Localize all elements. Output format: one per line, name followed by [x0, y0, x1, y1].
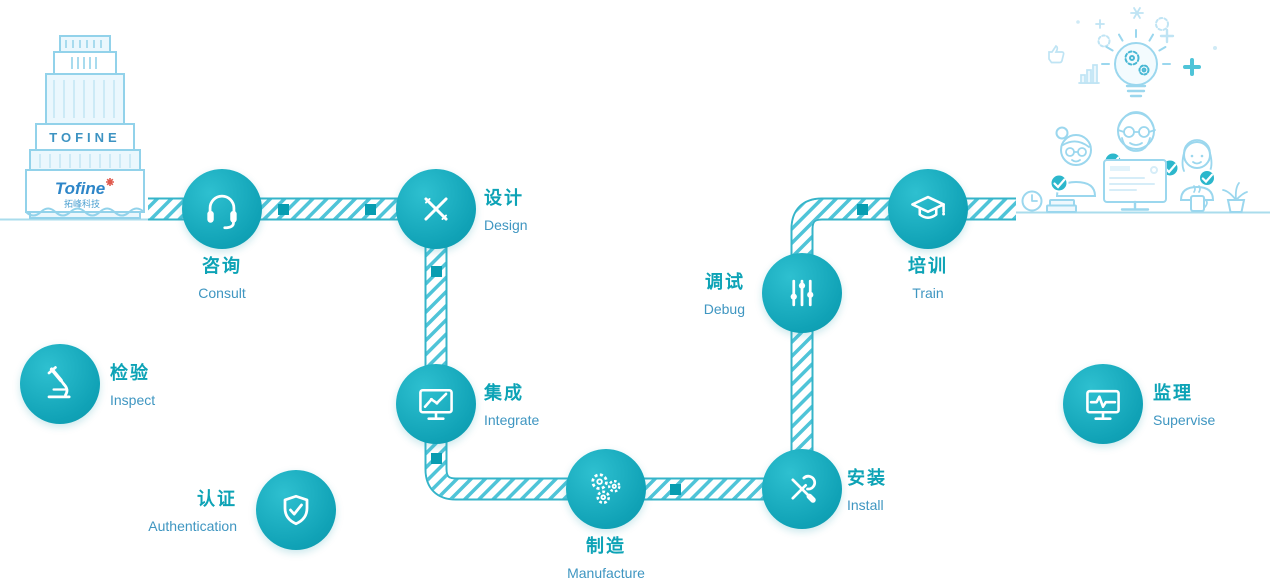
process-path: [148, 197, 1016, 501]
monitor-pulse-icon: [1086, 389, 1120, 420]
step-circle-integrate: [396, 364, 476, 444]
side-circle-supervise: [1063, 364, 1143, 444]
label-inspect-en: Inspect: [110, 391, 156, 408]
label-authentication-en: Authentication: [148, 517, 237, 534]
label-inspect-zh: 检验: [110, 363, 150, 384]
step-circle-consult: [182, 169, 262, 249]
path-marker: [365, 204, 376, 215]
label-install-zh: 安装: [847, 468, 887, 489]
label-supervise: 监理 Supervise: [1153, 383, 1215, 429]
building-logo-en: Tofine: [55, 179, 105, 198]
step-circle-debug: [762, 253, 842, 333]
label-install: 安装 Install: [847, 468, 887, 514]
step-circle-train: [888, 169, 968, 249]
label-train: 培训 Train: [908, 256, 948, 302]
side-circle-inspect: [20, 344, 100, 424]
path-marker: [857, 204, 868, 215]
side-circle-authentication: [256, 470, 336, 550]
graduation-cap-icon: [911, 195, 946, 219]
building-illustration: TOFINE Tofine 拓峰科技: [25, 35, 145, 219]
label-integrate-en: Integrate: [484, 411, 540, 428]
label-design: 设计 Design: [484, 188, 528, 234]
pencil-ruler-icon: [424, 197, 448, 221]
label-design-en: Design: [484, 216, 528, 233]
bar-chart-icon: [1078, 64, 1100, 84]
decoration-sparkles: [1076, 7, 1217, 50]
person-left: [1055, 126, 1097, 197]
label-authentication-zh: 认证: [197, 489, 237, 510]
label-manufacture-zh: 制造: [585, 536, 626, 557]
path-markers: [278, 204, 868, 495]
monitor-chart-icon: [419, 388, 453, 420]
label-debug: 调试 Debug: [704, 272, 745, 318]
path-marker: [278, 204, 289, 215]
label-train-zh: 培训: [908, 256, 948, 277]
label-supervise-en: Supervise: [1153, 411, 1216, 428]
microscope-icon: [47, 366, 71, 399]
path-marker: [431, 266, 442, 277]
step-circle-install: [762, 449, 842, 529]
team-illustration: [1021, 7, 1248, 213]
headset-icon: [207, 194, 237, 230]
label-integrate: 集成 Integrate: [484, 383, 539, 429]
label-supervise-zh: 监理: [1153, 383, 1193, 404]
label-integrate-zh: 集成: [484, 383, 524, 404]
label-design-zh: 设计: [484, 188, 524, 209]
logo-accent-star: [106, 178, 114, 186]
label-inspect: 检验 Inspect: [110, 363, 155, 409]
step-circle-manufacture: [566, 449, 646, 529]
label-consult-zh: 咨询: [202, 256, 242, 277]
label-authentication: 认证 Authentication: [148, 489, 237, 535]
sliders-icon: [790, 279, 814, 307]
lightbulb-icon: [1101, 29, 1171, 98]
label-manufacture-en: Manufacture: [567, 564, 645, 581]
plant-icon: [1222, 182, 1248, 213]
plus-icon: [1183, 58, 1201, 76]
path-marker: [431, 453, 442, 464]
building-sign-text: TOFINE: [49, 130, 120, 145]
desk-items: [1021, 159, 1248, 213]
label-consult-en: Consult: [198, 284, 246, 301]
thumbs-up-icon: [1048, 44, 1065, 64]
label-debug-en: Debug: [703, 300, 745, 317]
shield-check-icon: [283, 494, 309, 526]
tools-icon: [791, 474, 817, 503]
label-manufacture: 制造 Manufacture: [567, 536, 645, 582]
label-install-en: Install: [847, 496, 884, 513]
path-marker: [670, 484, 681, 495]
label-debug-zh: 调试: [705, 272, 745, 293]
step-circle-design: [396, 169, 476, 249]
coffee-cup-icon: [1190, 195, 1205, 212]
label-train-en: Train: [912, 284, 944, 301]
gears-icon: [591, 473, 621, 505]
label-consult: 咨询 Consult: [198, 256, 245, 302]
person-right: [1179, 139, 1215, 201]
building-logo-zh: 拓峰科技: [64, 198, 100, 209]
